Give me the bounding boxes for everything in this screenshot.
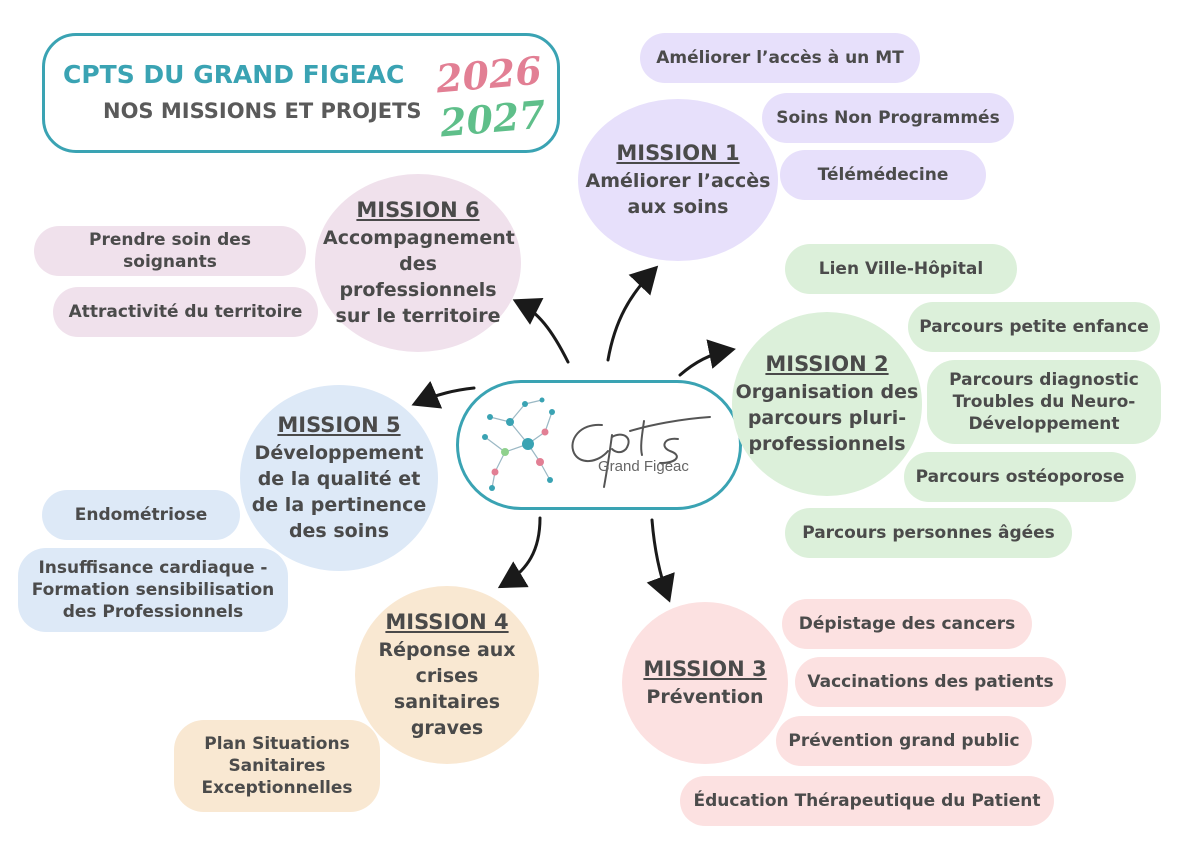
mission-3-item-1: Dépistage des cancers: [782, 599, 1032, 649]
mission-4-circle: MISSION 4 Réponse aux crises sanitaires …: [355, 586, 539, 764]
mission-6-item-2: Attractivité du territoire: [53, 287, 318, 337]
mission-6-circle: MISSION 6 Accompagnement des professionn…: [315, 174, 521, 352]
title-box: [42, 33, 560, 153]
mission-6-item-1: Prendre soin des soignants: [34, 226, 306, 276]
cpts-signature-icon: [571, 416, 711, 488]
arrow-to-mission-3: [646, 518, 675, 603]
mission-5-title: MISSION 5: [277, 413, 401, 437]
mission-3-circle: MISSION 3 Prévention: [622, 602, 788, 764]
mission-6-title: MISSION 6: [356, 198, 480, 222]
mission-4-description: Réponse aux crises sanitaires graves: [378, 639, 516, 739]
mission-5-item-1: Endométriose: [42, 490, 240, 540]
page-title: CPTS DU GRAND FIGEAC: [63, 60, 405, 89]
arrow-to-mission-6: [512, 297, 570, 364]
mission-2-item-3: Parcours diagnostic Troubles du Neuro-Dé…: [927, 360, 1161, 444]
center-logo-text: Grand Figeac: [598, 458, 689, 475]
arrow-to-mission-2: [678, 339, 736, 377]
mission-3-item-3: Prévention grand public: [776, 716, 1032, 766]
mission-2-item-4: Parcours ostéoporose: [904, 452, 1136, 502]
mission-3-item-2: Vaccinations des patients: [795, 657, 1066, 707]
mission-6-description: Accompagnement des professionnels sur le…: [323, 227, 515, 327]
mission-3-title: MISSION 3: [643, 657, 767, 681]
year-end: 2027: [438, 91, 548, 146]
mission-2-item-2: Parcours petite enfance: [908, 302, 1160, 352]
arrow-to-mission-1: [606, 265, 659, 362]
mission-2-description: Organisation des parcours pluri-professi…: [735, 381, 919, 455]
arrow-to-mission-4: [497, 516, 542, 589]
mission-1-circle: MISSION 1 Améliorer l’accès aux soins: [578, 99, 778, 261]
mission-4-title: MISSION 4: [385, 610, 509, 634]
mission-2-item-5: Parcours personnes âgées: [785, 508, 1072, 558]
mission-1-description: Améliorer l’accès aux soins: [585, 170, 771, 218]
mission-2-circle: MISSION 2 Organisation des parcours plur…: [732, 312, 922, 496]
mission-2-item-1: Lien Ville-Hôpital: [785, 244, 1017, 294]
network-logo-icon: [482, 397, 555, 491]
mission-3-description: Prévention: [646, 686, 764, 708]
mission-5-item-2: Insuffisance cardiaque - Formation sensi…: [18, 548, 288, 632]
center-logo-box: [456, 380, 742, 510]
mission-4-item-1: Plan Situations Sanitaires Exceptionnell…: [174, 720, 380, 812]
mission-2-title: MISSION 2: [765, 352, 889, 376]
mission-1-item-2: Soins Non Programmés: [762, 93, 1014, 143]
page-subtitle: NOS MISSIONS ET PROJETS: [103, 99, 422, 123]
mission-1-item-1: Améliorer l’accès à un MT: [640, 33, 920, 83]
mission-3-item-4: Éducation Thérapeutique du Patient: [680, 776, 1054, 826]
mission-5-circle: MISSION 5 Développement de la qualité et…: [240, 385, 438, 571]
mission-1-item-3: Télémédecine: [780, 150, 986, 200]
mission-1-title: MISSION 1: [616, 141, 740, 165]
arrow-to-mission-5: [411, 380, 476, 409]
mission-5-description: Développement de la qualité et de la per…: [251, 442, 427, 542]
